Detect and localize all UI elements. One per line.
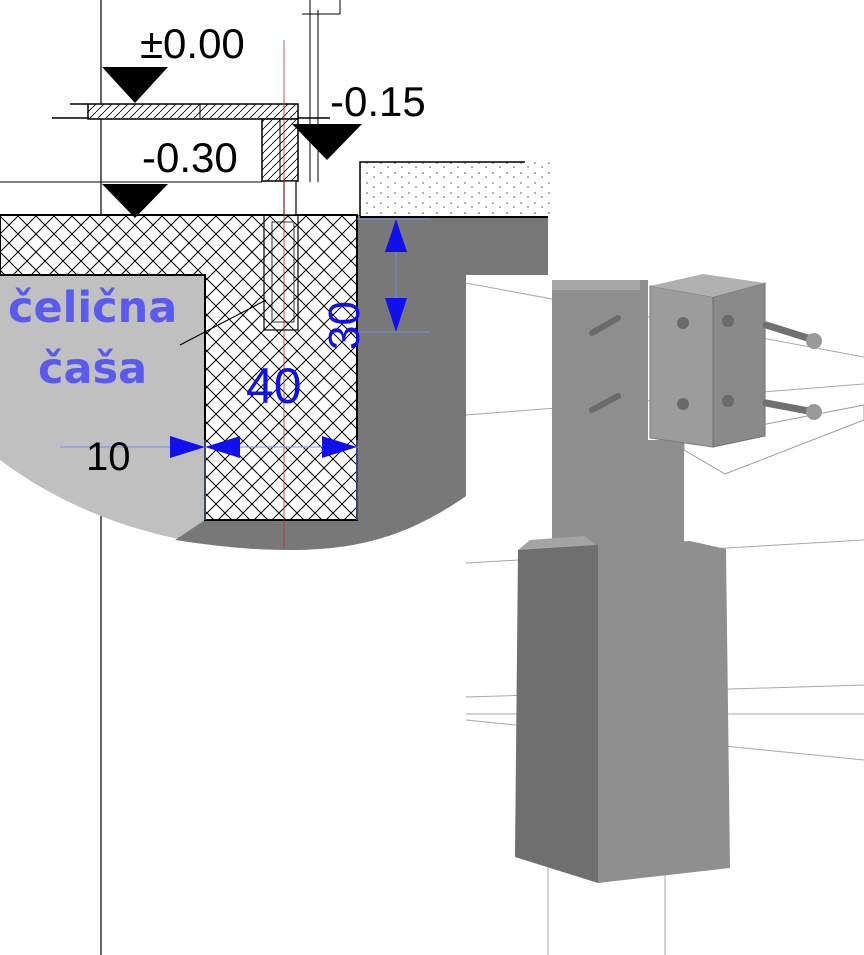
level-triangle-030	[102, 184, 168, 218]
level-label-minus-030: -0.30	[142, 134, 238, 181]
steel-plate-top	[552, 280, 640, 290]
detail-magnifier	[0, 214, 548, 550]
angle-bracket-top	[650, 274, 765, 297]
label-line-2: čaša	[38, 344, 147, 394]
dimension-arrows	[170, 219, 407, 458]
angle-bracket-front	[649, 285, 714, 448]
dim-arrow-bottom	[385, 298, 407, 332]
steel-column-3d	[515, 274, 864, 883]
steel-plate-web	[552, 280, 684, 545]
pedestal-top	[518, 536, 596, 550]
level-markers	[102, 67, 362, 218]
bolt-heads	[677, 315, 734, 410]
dim-arrow-left-in	[205, 436, 240, 458]
level-triangle-zero	[102, 67, 168, 103]
pedestal-left	[515, 541, 598, 883]
concrete-section	[175, 215, 548, 550]
dim-arrow-right-in	[322, 436, 357, 458]
web-bolts	[589, 315, 621, 413]
dimension-depth: 30	[320, 301, 369, 350]
level-label-minus-015: -0.15	[330, 78, 426, 125]
dimension-offset: 10	[86, 435, 131, 479]
through-bolts	[762, 321, 822, 420]
level-label-zero: ±0.00	[140, 20, 245, 67]
pedestal-front	[598, 541, 730, 883]
dimension-width: 40	[246, 358, 302, 414]
level-triangle-015	[292, 124, 362, 160]
dim-arrow-top	[385, 219, 407, 252]
label-leader	[179, 299, 267, 346]
angle-bracket-side	[712, 282, 766, 448]
dim-arrow-left-out	[170, 436, 205, 458]
label-line-1: čelična	[8, 283, 177, 333]
